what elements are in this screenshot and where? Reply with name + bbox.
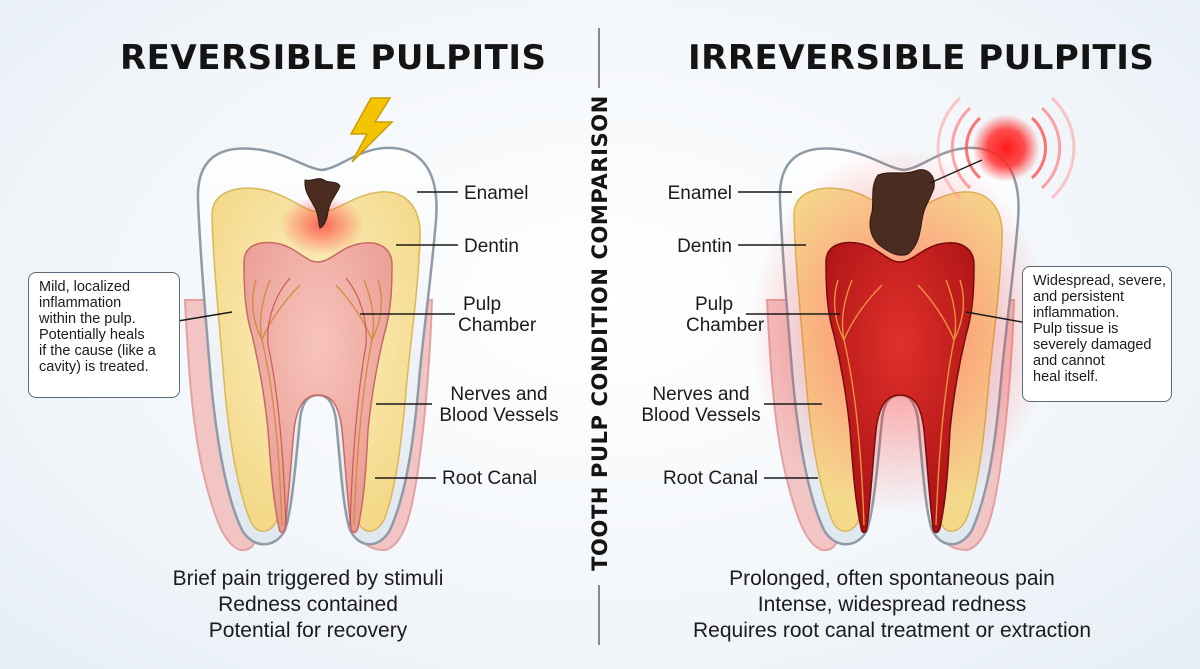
- label-dentin: Dentin: [677, 236, 732, 257]
- label-nerves-blood-vessels: Nerves and Blood Vessels: [641, 384, 761, 426]
- label-enamel: Enamel: [667, 183, 732, 204]
- summary-irreversible: Prolonged, often spontaneous pain Intens…: [692, 567, 1092, 642]
- left-pointer-lines: [177, 191, 458, 479]
- irreversible-tooth: [750, 96, 1076, 552]
- label-pulp-chamber: Pulp Chamber: [458, 294, 537, 336]
- label-nerves-blood-vessels: Nerves and Blood Vessels: [439, 384, 559, 426]
- note-irreversible-description: Widespread, severe, and persistent infla…: [1022, 266, 1172, 402]
- label-root-canal: Root Canal: [442, 468, 538, 489]
- center-divider-bottom: [598, 585, 600, 645]
- reversible-tooth: [183, 97, 438, 552]
- label-dentin: Dentin: [464, 236, 519, 257]
- pain-radiating-icon: [936, 96, 1076, 200]
- label-pulp-chamber: Pulp Chamber: [686, 294, 765, 336]
- pulp-chamber: [825, 241, 975, 534]
- summary-reversible: Brief pain triggered by stimuli Redness …: [172, 567, 444, 642]
- lightning-bolt-icon: [349, 97, 394, 163]
- note-reversible-description: Mild, localized inflammation within the …: [28, 272, 180, 398]
- title-irreversible-pulpitis: IRREVERSIBLE PULPITIS: [688, 38, 1155, 78]
- large-cavity: [869, 169, 935, 256]
- nerve-vessel-network: [833, 279, 965, 526]
- title-reversible-pulpitis: REVERSIBLE PULPITIS: [120, 38, 547, 78]
- small-cavity: [304, 178, 341, 229]
- right-pointer-lines: [738, 191, 1023, 479]
- center-divider-top: [598, 28, 600, 88]
- nerve-vessel-network: [251, 279, 383, 526]
- label-root-canal: Root Canal: [662, 468, 758, 489]
- label-enamel: Enamel: [464, 183, 529, 204]
